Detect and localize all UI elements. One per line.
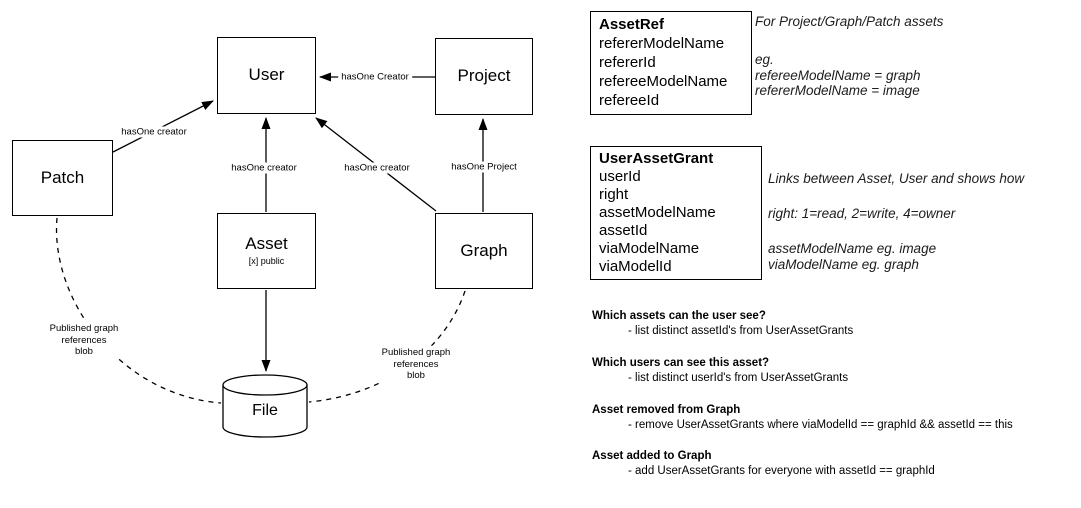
schema-userassetgrant-field: viaModelId bbox=[599, 258, 672, 275]
schema-userassetgrant-title: UserAssetGrant bbox=[599, 150, 714, 167]
schema-userassetgrant-field: viaModelName bbox=[599, 240, 700, 257]
qa-asset-added-to-graph: Asset added to Graph - add UserAssetGran… bbox=[592, 450, 935, 477]
edge-label-graph-file: Published graph references blob bbox=[378, 345, 454, 383]
node-user-label: User bbox=[248, 65, 285, 85]
edge-label-patch-file: Published graph references blob bbox=[46, 321, 122, 359]
note-uag-description: Links between Asset, User and shows how bbox=[768, 171, 1025, 186]
note-uag-examples: assetModelName eg. image viaModelName eg… bbox=[768, 241, 937, 272]
note-uag-rights: right: 1=read, 2=write, 4=owner bbox=[768, 206, 956, 221]
schema-assetref-field: refererModelName bbox=[599, 35, 725, 52]
file-cylinder-body bbox=[222, 385, 308, 438]
edge-label-asset-user: hasOne creator bbox=[228, 162, 300, 174]
schema-userassetgrant-field: right bbox=[599, 186, 629, 203]
node-asset-public-flag: [x] public bbox=[248, 255, 285, 266]
note-assetref-example: eg. refereeModelName = graph refererMode… bbox=[755, 52, 921, 98]
node-asset-label: Asset bbox=[245, 234, 288, 254]
edge-label-patch-user: hasOne creator bbox=[118, 126, 190, 138]
node-graph: Graph bbox=[435, 213, 533, 289]
node-project-label: Project bbox=[457, 66, 511, 86]
schema-assetref-field: refererId bbox=[599, 54, 656, 71]
schema-assetref: AssetRef refererModelName refererId refe… bbox=[590, 11, 752, 115]
schema-userassetgrant-field: userId bbox=[599, 168, 641, 185]
file-cylinder-top bbox=[222, 374, 308, 396]
node-project: Project bbox=[435, 38, 533, 115]
qa-asset-removed-from-graph: Asset removed from Graph - remove UserAs… bbox=[592, 404, 1013, 431]
node-patch-label: Patch bbox=[40, 167, 85, 187]
qa-assets-user-can-see: Which assets can the user see? - list di… bbox=[592, 310, 854, 337]
node-graph-label: Graph bbox=[460, 240, 508, 260]
edge-label-project-user: hasOne Creator bbox=[338, 71, 412, 83]
edge-label-graph-project: hasOne Project bbox=[448, 161, 520, 173]
qa-users-can-see-asset: Which users can see this asset? - list d… bbox=[592, 357, 849, 384]
schema-assetref-field: refereeId bbox=[599, 92, 660, 109]
schema-assetref-field: refereeModelName bbox=[599, 73, 728, 90]
node-file-label: File bbox=[252, 402, 278, 419]
schema-assetref-title: AssetRef bbox=[599, 16, 665, 33]
node-asset: Asset [x] public bbox=[217, 213, 316, 289]
schema-userassetgrant-field: assetModelName bbox=[599, 204, 716, 221]
edge-label-graph-user: hasOne creator bbox=[341, 162, 413, 174]
node-patch: Patch bbox=[12, 140, 113, 216]
schema-userassetgrant-field: assetId bbox=[599, 222, 648, 239]
node-user: User bbox=[217, 37, 316, 114]
schema-userassetgrant: UserAssetGrant userId right assetModelNa… bbox=[590, 146, 762, 280]
edge-patch-file-dashed bbox=[55, 217, 222, 404]
note-assetref-usage: For Project/Graph/Patch assets bbox=[755, 14, 944, 29]
